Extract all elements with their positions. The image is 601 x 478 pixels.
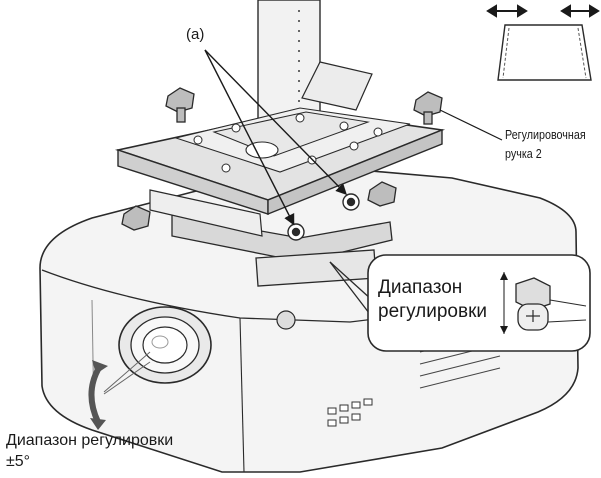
tilt-range-line2: ±5° [6,453,31,470]
double-arrow-left-icon [486,4,528,18]
tilt-arrow-icon [88,351,151,430]
knob-2-leader [439,109,503,141]
double-arrow-right-icon [560,4,600,18]
knob-2-label-line2: ручка 2 [505,147,542,161]
zoom-range-line2: регулировки [378,301,487,322]
callout-a-lines [204,49,347,226]
zoom-range-line1: Диапазон [378,277,463,298]
adjustment-knob-icon [121,87,443,231]
zoom-detail-callout [329,254,591,352]
adjustment-screw-icon [287,193,360,241]
hex-bolt-icon [500,272,587,334]
projector-lens [118,306,212,384]
knob-2-label-line1: Регулировочная [505,128,586,142]
ceiling-pole [257,0,321,121]
callout-a-label: (a) [186,26,205,43]
zoom-range-label: Диапазон регулировки [378,276,487,324]
keystone-inset [486,4,600,81]
tilt-range-label: Диапазон регулировки ±5° [6,430,173,472]
tilt-range-line1: Диапазон регулировки [6,432,174,449]
knob-2-label: Регулировочная ручка 2 [505,126,586,164]
